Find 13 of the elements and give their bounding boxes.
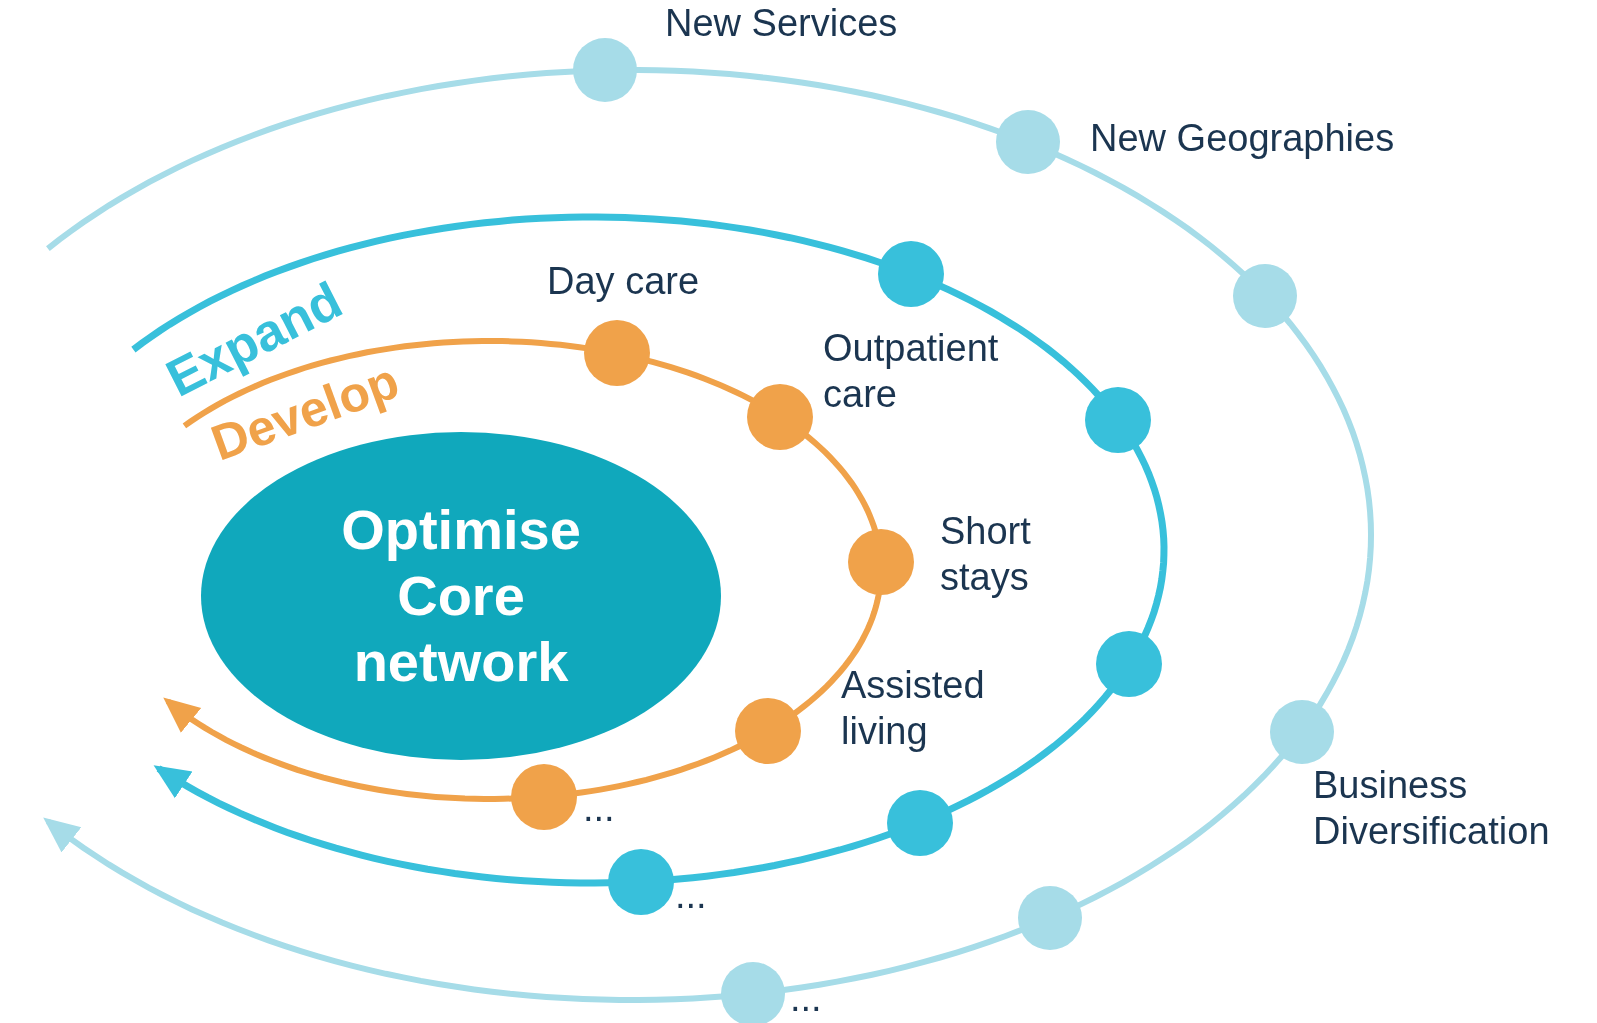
dot-label: New Geographies [1090, 116, 1395, 161]
dot-label: ... [790, 976, 822, 1021]
dot-label: Day care [547, 259, 700, 304]
dot-label: Short stays [940, 509, 1032, 600]
orbit-dot [1085, 386, 1152, 453]
dot-label: Assisted living [841, 663, 986, 754]
dot-label: ... [675, 873, 707, 918]
dot-label: New Services [665, 1, 898, 46]
dot-label: Business Diversification [1313, 763, 1551, 854]
orbit-dot [1233, 263, 1298, 328]
dot-label: Outpatient care [823, 326, 1000, 417]
dot-label: ... [583, 786, 615, 831]
core-title: Optimise Core network [340, 497, 582, 695]
